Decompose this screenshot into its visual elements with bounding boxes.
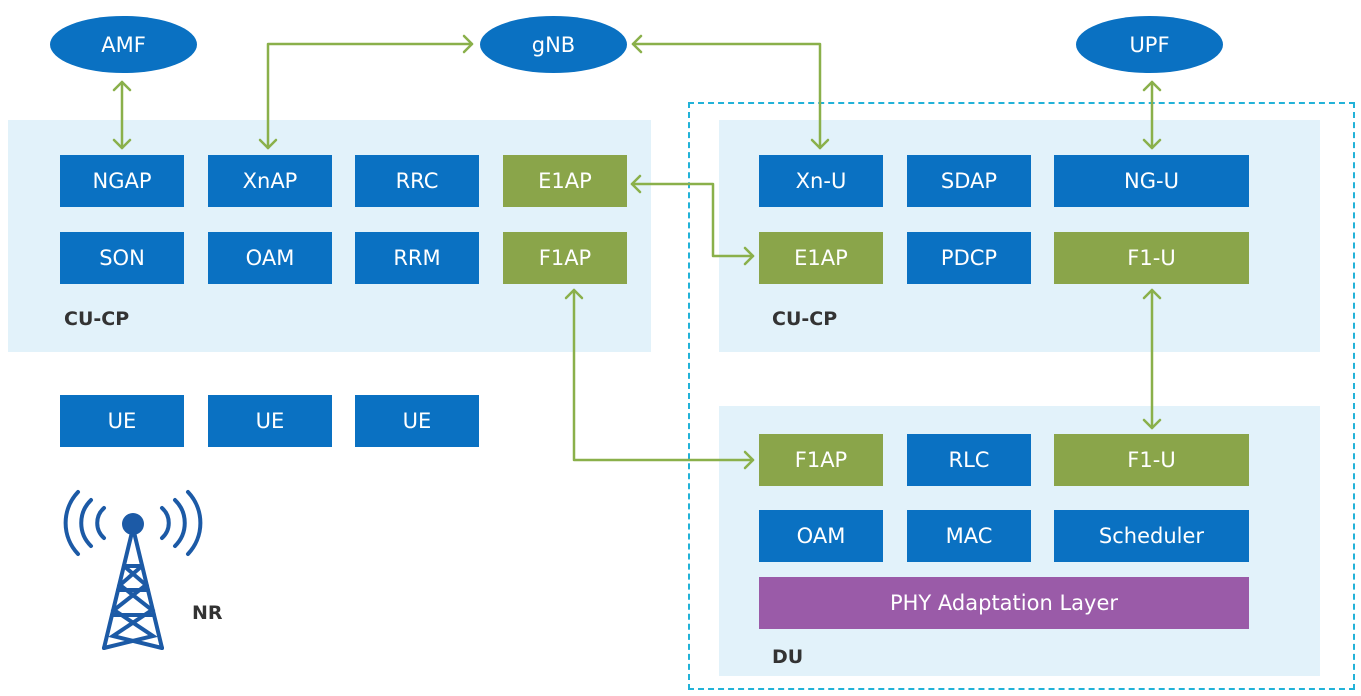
nr-label: NR — [192, 602, 223, 624]
ue-block: UE — [60, 395, 184, 447]
du-scheduler-block: Scheduler — [1054, 510, 1249, 562]
cu-cp-f1ap-block: F1AP — [503, 232, 627, 284]
cu-up-e1ap-block: E1AP — [759, 232, 883, 284]
amf-node: AMF — [50, 16, 197, 73]
ue-block: UE — [355, 395, 479, 447]
du-f1-u-block: F1-U — [1054, 434, 1249, 486]
du-rlc-block: RLC — [907, 434, 1031, 486]
cu-up-sdap-block: SDAP — [907, 155, 1031, 207]
cu-cp-oam-block: OAM — [208, 232, 332, 284]
gnb-label: gNB — [531, 32, 576, 57]
cu-cp-rrc-block: RRC — [355, 155, 479, 207]
ue-block: UE — [208, 395, 332, 447]
cu-up-xn-u-block: Xn-U — [759, 155, 883, 207]
phy-adaptation-layer-block: PHY Adaptation Layer — [759, 577, 1249, 629]
du-oam-block: OAM — [759, 510, 883, 562]
cu-cp-panel-label: CU-CP — [64, 308, 130, 330]
cu-cp-e1ap-block: E1AP — [503, 155, 627, 207]
cu-up-panel-label: CU-CP — [772, 308, 838, 330]
cu-cp-xnap-block: XnAP — [208, 155, 332, 207]
du-panel-label: DU — [772, 646, 804, 668]
cu-up-ng-u-block: NG-U — [1054, 155, 1249, 207]
upf-node: UPF — [1076, 16, 1223, 73]
upf-label: UPF — [1129, 32, 1170, 57]
cu-cp-son-block: SON — [60, 232, 184, 284]
du-mac-block: MAC — [907, 510, 1031, 562]
cu-cp-ngap-block: NGAP — [60, 155, 184, 207]
cu-cp-rrm-block: RRM — [355, 232, 479, 284]
cu-up-pdcp-block: PDCP — [907, 232, 1031, 284]
du-f1ap-block: F1AP — [759, 434, 883, 486]
cu-up-f1-u-block: F1-U — [1054, 232, 1249, 284]
gnb-node: gNB — [480, 16, 627, 73]
amf-label: AMF — [101, 32, 146, 57]
